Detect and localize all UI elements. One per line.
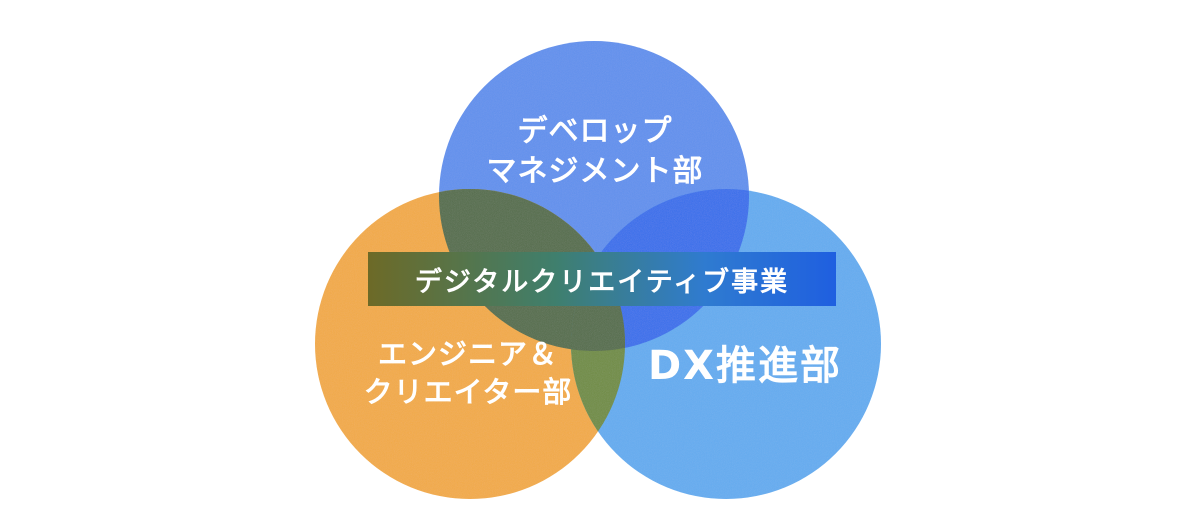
circle-label-engineer-creator: エンジニア＆ クリエイター部 (318, 335, 618, 412)
circle-label-line: マネジメント部 (486, 153, 704, 189)
circle-label-line: クリエイター部 (363, 375, 573, 410)
banner-label: デジタルクリエイティブ事業 (414, 266, 790, 298)
circle-label-line: エンジニア＆ (377, 337, 558, 371)
circle-label-line: デベロップ (517, 114, 673, 149)
circle-label-development-management: デベロップ マネジメント部 (440, 112, 750, 191)
circle-label-line: DX推進部 (647, 343, 843, 389)
banner-digital-creative-business: デジタルクリエイティブ事業 (368, 252, 836, 306)
circle-label-dx-promotion: DX推進部 (620, 340, 870, 393)
